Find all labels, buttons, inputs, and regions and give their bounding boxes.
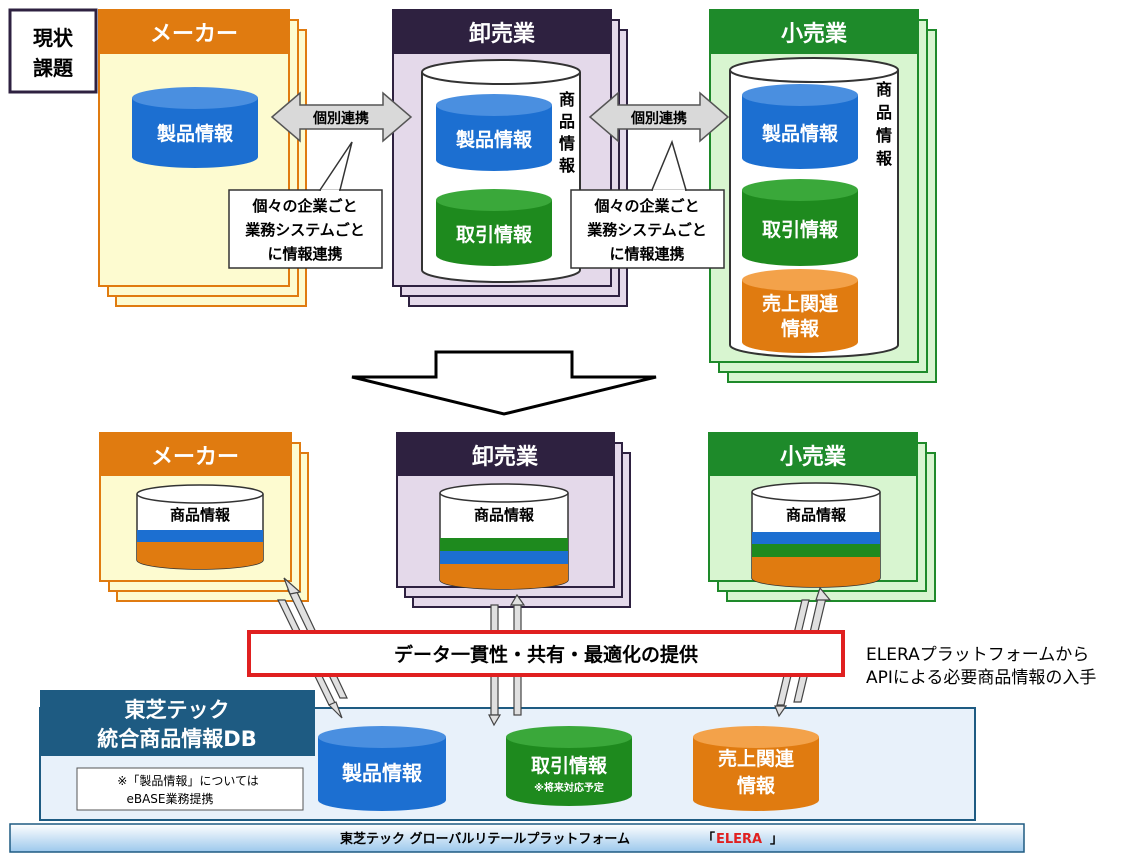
platform-footer-brand: ELERA [716, 832, 762, 847]
current-wholesale-title: 卸売業 [469, 21, 536, 47]
current-maker-db-product-label: 製品情報 [156, 122, 234, 145]
current-wholesale-panel: 卸売業 製品情報 取引情報 商 品 情 報 [392, 9, 628, 307]
current-maker-panel: メーカー 製品情報 [98, 9, 307, 307]
platform-footer-open-bracket: 「 [702, 831, 715, 847]
link-arrow-1: 個別連携 [270, 91, 413, 143]
current-maker-db-product: 製品情報 [132, 87, 258, 168]
future-maker-title: メーカー [151, 445, 239, 470]
platform-db-trade-note: ※将来対応予定 [534, 781, 604, 794]
current-maker-title: メーカー [150, 22, 238, 47]
callout-note-1: 個々の企業ごと 業務システムごと に情報連携 [228, 141, 383, 269]
callout-note-1-line2: 業務システムごと [244, 221, 365, 239]
current-wholesale-db-product: 製品情報 [455, 128, 533, 151]
issue-label-line2: 課題 [33, 56, 74, 80]
current-retail-db-trade: 取引情報 [762, 218, 839, 241]
platform-db-trade: 取引情報 [531, 754, 608, 777]
issue-label-line1: 現状 [33, 26, 74, 50]
platform-note-line2: eBASE業務提携 [126, 791, 213, 806]
future-retail-db-label: 商品情報 [786, 506, 847, 524]
platform-db-product: 製品情報 [342, 761, 423, 785]
callout-note-1-line1: 個々の企業ごと [251, 197, 357, 215]
platform-title-line1: 東芝テック [125, 698, 230, 722]
current-wholesale-db-trade: 取引情報 [456, 223, 533, 246]
future-retail-title: 小売業 [780, 444, 847, 470]
current-wholesale-side-label-2: 品 [559, 112, 575, 131]
value-banner: データ一貫性・共有・最適化の提供 [247, 630, 845, 677]
current-retail-db-product: 製品情報 [761, 122, 839, 145]
transition-down-arrow [351, 350, 657, 416]
current-wholesale-side-label-4: 報 [559, 156, 576, 175]
callout-note-2: 個々の企業ごと 業務システムごと に情報連携 [570, 139, 725, 269]
platform-footer-label: 東芝テック グローバルリテールプラットフォーム [340, 831, 630, 847]
current-retail-side-label-3: 情 [876, 126, 892, 145]
api-note-line1: ELERAプラットフォームから [866, 645, 1089, 665]
platform-footer: 東芝テック グローバルリテールプラットフォーム 「 ELERA 」 [9, 823, 1025, 853]
current-wholesale-side-label-3: 情 [559, 134, 575, 153]
current-wholesale-side-label-1: 商 [559, 90, 575, 109]
current-retail-db-sales-line2: 情報 [781, 317, 820, 340]
future-retail-panel: 小売業 商品情報 [708, 432, 936, 602]
link-arrow-2: 個別連携 [588, 91, 730, 143]
platform-note-line1: ※「製品情報」については [117, 774, 258, 788]
api-note-line2: APIによる必要商品情報の入手 [866, 668, 1096, 688]
current-retail-panel: 小売業 製品情報 取引情報 売上関連 情報 商 品 情 報 [709, 9, 937, 383]
callout-note-1-line3: に情報連携 [267, 245, 342, 263]
current-retail-db-sales-line1: 売上関連 [762, 292, 839, 315]
issue-label: 現状 課題 [8, 8, 98, 94]
current-retail-side-label-2: 品 [876, 103, 892, 122]
current-retail-side-label-4: 報 [876, 149, 893, 168]
link-label-2: 個別連携 [630, 110, 687, 127]
platform-box: 東芝テック 統合商品情報DB ※「製品情報」については eBASE業務提携 製品… [39, 690, 976, 821]
future-wholesale-db-label: 商品情報 [474, 506, 535, 524]
future-maker-db-label: 商品情報 [170, 506, 231, 524]
value-banner-text: データ一貫性・共有・最適化の提供 [394, 643, 698, 666]
platform-title-line2: 統合商品情報DB [97, 727, 256, 751]
current-retail-side-label-1: 商 [876, 80, 892, 99]
platform-footer-close-bracket: 」 [770, 832, 783, 847]
callout-note-2-line1: 個々の企業ごと [593, 197, 699, 215]
platform-db-sales-line1: 売上関連 [718, 747, 795, 770]
future-wholesale-panel: 卸売業 商品情報 [396, 432, 631, 608]
current-retail-title: 小売業 [781, 21, 848, 47]
callout-note-2-line2: 業務システムごと [586, 221, 707, 239]
platform-db-sales-line2: 情報 [737, 774, 776, 797]
future-maker-panel: メーカー 商品情報 [99, 432, 309, 602]
link-label-1: 個別連携 [312, 110, 369, 127]
future-wholesale-title: 卸売業 [472, 444, 539, 470]
callout-note-2-line3: に情報連携 [609, 245, 684, 263]
